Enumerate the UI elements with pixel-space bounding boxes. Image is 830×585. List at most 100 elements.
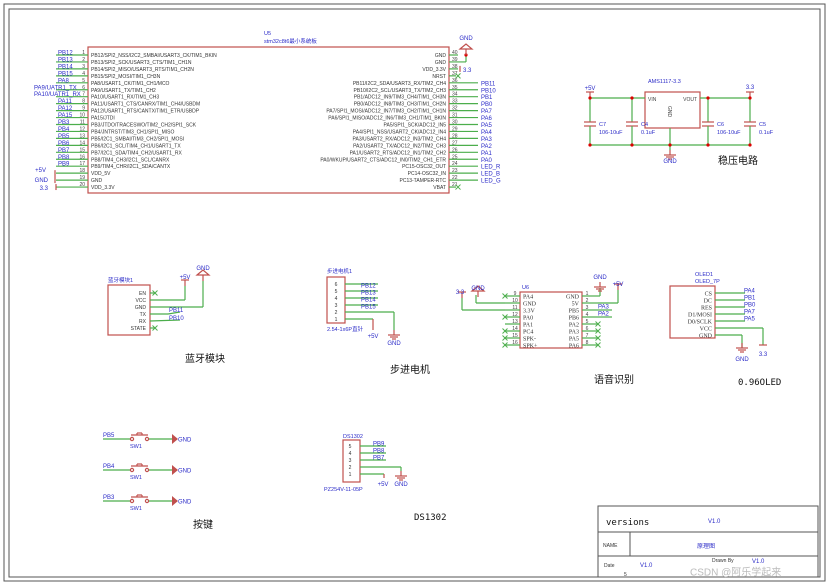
mcu-net-label: PB3 — [58, 120, 70, 126]
mcu-pin-label: GND — [91, 178, 103, 184]
ds1302-net-label: PB8 — [373, 449, 385, 455]
mcu-pin-label: PA11/USART1_CTS/CANRX/TIM1_CH4/USBDM — [91, 102, 200, 108]
ds1302-caption: DS1302 — [414, 513, 447, 523]
junction-dot — [748, 143, 752, 147]
ds1302-pin-number: 1 — [349, 472, 352, 478]
pin-number: 29 — [452, 126, 458, 132]
mcu-net-label: PB15 — [58, 71, 73, 77]
mcu-pin-label: PA9/USART1_TX/TIM1_CH2 — [91, 88, 156, 94]
pin-number: 6 — [586, 326, 589, 332]
mcu-net-label: PA3 — [481, 137, 493, 143]
voice-pin-label: 5V — [572, 302, 580, 308]
no-connect-mark — [502, 335, 508, 341]
pin-number: 16 — [512, 340, 518, 346]
no-connect-mark — [455, 184, 461, 190]
mcu-pin-label: PB11/I2C2_SDA/USART3_RX/TIM2_CH4 — [353, 81, 446, 87]
bluetooth-pin-label: VCC — [135, 298, 146, 304]
switch-contact — [129, 498, 135, 504]
pin-number: 31 — [452, 113, 458, 119]
mcu-pin-label: PA7/SPI1_MOSI/ADC12_IN7/TIM3_CH2/TIM1_CH… — [326, 109, 446, 115]
pin-number: 15 — [79, 147, 85, 153]
button-ref: SW1 — [130, 506, 142, 512]
pin-number: 17 — [79, 161, 85, 167]
mcu-pin-label: PA12/USART1_RTS/CANTX/TIM1_ETR/USBDP — [91, 109, 200, 115]
mcu-net-label: PB14 — [58, 64, 73, 70]
pin-number: 30 — [452, 120, 458, 126]
mcu-pin-label: PA8/USART1_CK/TIM1_CH1/MCO — [91, 81, 170, 87]
pin-number: 12 — [79, 126, 85, 132]
mcu-pin-label: PB14/SPI2_MISO/USART3_RTS/TIM1_CH2N — [91, 67, 194, 73]
mcu-net-label: LED_R — [481, 165, 501, 171]
oled-pin-label: CS — [705, 292, 712, 298]
pin-number: 40 — [452, 50, 458, 56]
pin-number: 9 — [514, 291, 517, 297]
ds1302-pin-number: 3 — [349, 458, 352, 464]
junction-dot — [588, 143, 592, 147]
stepper-ref: 步进电机1 — [327, 267, 352, 275]
stepper-part: 2.54-1x6P直针 — [327, 325, 364, 333]
switch-contact — [144, 498, 150, 504]
voice-pin-label: PA6 — [569, 344, 579, 350]
pin-number: 2 — [586, 298, 589, 304]
mcu-pin-label: PB8/TIM4_CH3/I2C1_SCL/CANRX — [91, 157, 170, 163]
mcu-pin-label: PC14-OSC32_IN — [408, 171, 447, 177]
junction-dot — [588, 96, 592, 100]
button-net-gnd: GND — [178, 438, 192, 444]
mcu-pin-label: PA0/WKUP/USART2_CTS/ADC12_IN0/TIM2_CH1_E… — [320, 157, 446, 163]
mcu-net-label: PA5 — [481, 123, 493, 129]
ds1302-pin-number: 4 — [349, 451, 352, 457]
regulator-gnd-net: GND — [663, 159, 677, 165]
oled-body — [669, 285, 716, 339]
pin-number: 23 — [452, 168, 458, 174]
pin-number: 2 — [82, 57, 85, 63]
sheet-inner-border — [8, 8, 821, 578]
ds1302-pin-number: 5 — [349, 444, 352, 450]
voice-pin-label: GND — [523, 302, 537, 308]
mcu-pin-label: PA4/SPI1_NSS/USART2_CK/ADC12_IN4 — [353, 129, 446, 135]
capacitor-ref: C4 — [641, 122, 648, 128]
date-value: V1.0 — [640, 563, 653, 569]
mcu-pin-label: PB4/JNTRST/TIM3_CH1/SPI1_MISO — [91, 129, 174, 135]
watermark: CSDN @阿乐学起来 — [690, 566, 781, 579]
voice-net-gnd-left: GND — [471, 286, 485, 292]
voice-ref: U6 — [522, 285, 529, 291]
mcu-pin-label: PA15/JTDI — [91, 116, 115, 122]
pin-number: 8 — [586, 340, 589, 346]
button-net-label: PB5 — [103, 433, 115, 439]
mcu-net-label: PA8 — [58, 78, 70, 84]
stepper-pin-number: 5 — [335, 289, 338, 295]
bluetooth-net-rx: PB10 — [169, 316, 184, 322]
stepper-pin-number: 3 — [335, 303, 338, 309]
mcu-pin-label: VDD_5V — [91, 171, 111, 177]
stepper-pin-number: 6 — [335, 282, 338, 288]
pin-number: 14 — [512, 326, 518, 332]
bluetooth-net-tx: PB11 — [169, 308, 184, 314]
wire — [167, 311, 181, 315]
voice-pin-label: GND — [566, 295, 580, 301]
pin-number: 7 — [82, 92, 85, 98]
capacitor-ref: C7 — [599, 122, 606, 128]
mcu-pin-label: PB7/I2C1_SDA/TIM4_CH2/USART1_RX — [91, 150, 182, 156]
gnd-arrow-symbol — [172, 496, 178, 506]
stepper-pin-number: 1 — [335, 317, 338, 323]
name-value: 原理图 — [697, 543, 715, 550]
mcu-ref: U5 — [264, 31, 271, 37]
pin-number: 28 — [452, 133, 458, 139]
voice-pin-label: PA2 — [569, 323, 579, 329]
no-connect-mark — [502, 328, 508, 334]
gnd-arrow-symbol — [172, 434, 178, 444]
mcu-part: stm32c8t6最小系统板 — [264, 37, 317, 45]
pin-number: 32 — [452, 106, 458, 112]
button-net-gnd: GND — [178, 500, 192, 506]
regulator-gnd-label: GND — [666, 106, 672, 118]
pin-number: 11 — [512, 305, 517, 311]
voice-net-gnd-right: GND — [593, 275, 607, 281]
title-block: versions V1.0 NAME 原理图 Date V1.0 Drawn B… — [597, 505, 819, 579]
button-net-gnd: GND — [178, 469, 192, 475]
junction-dot — [706, 96, 710, 100]
pin-number: 33 — [452, 99, 458, 105]
ds1302-part: PZ254V-11-05P — [324, 487, 363, 493]
name-label: NAME — [603, 543, 618, 549]
mcu-pin-label: PA2/USART2_TX/ADC12_IN2/TIM2_CH3 — [353, 143, 446, 149]
